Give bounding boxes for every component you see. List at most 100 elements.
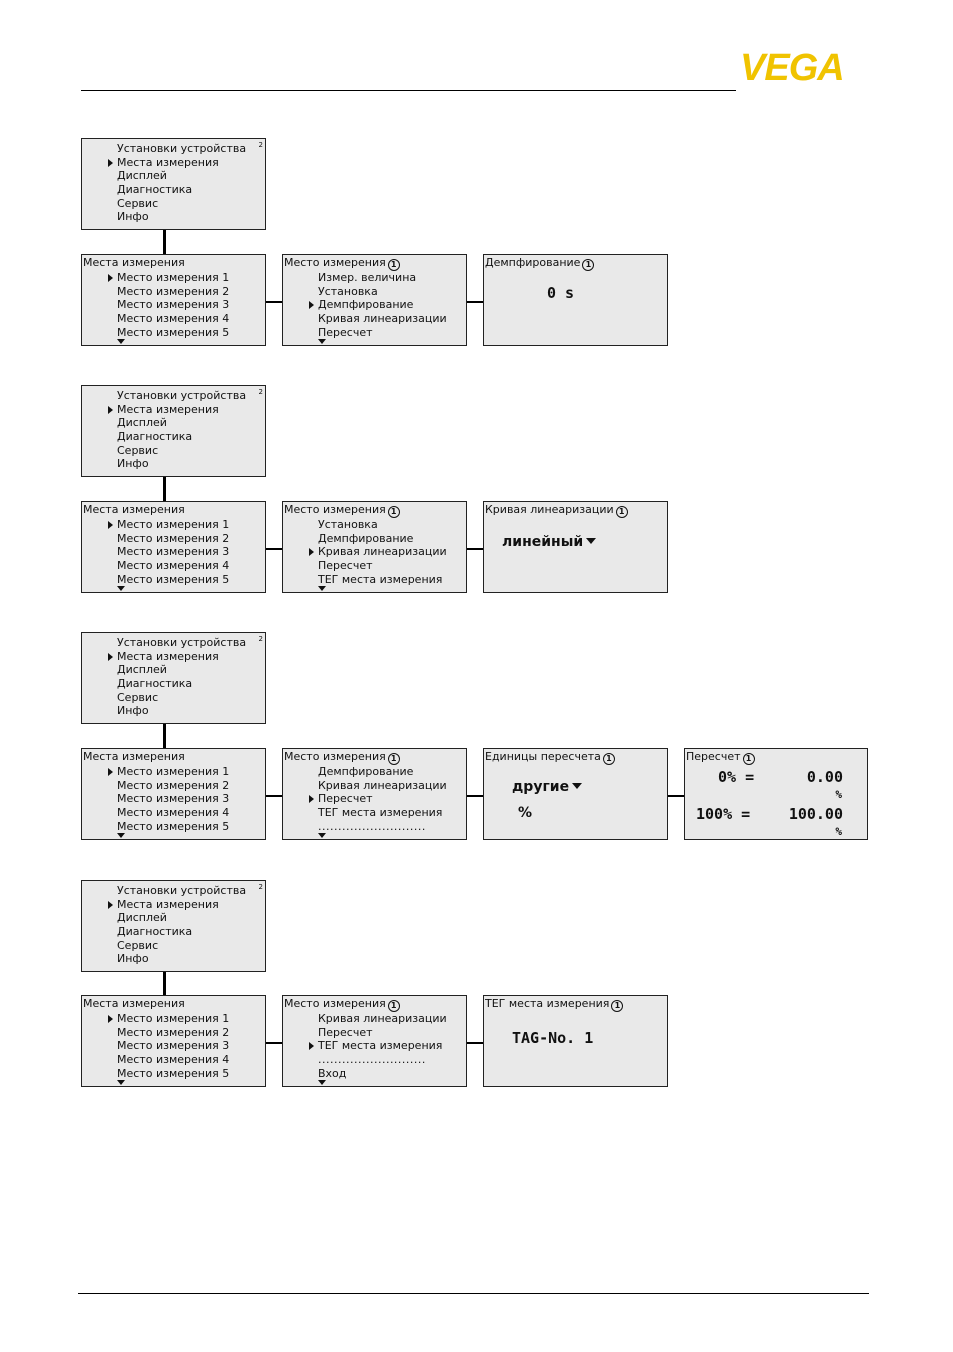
scroll-down-icon	[117, 339, 125, 344]
list-item[interactable]: Пересчет	[309, 792, 447, 806]
scale-0-value[interactable]: 0.00	[806, 768, 843, 786]
menu-item-measurement-loops[interactable]: Места измерения	[107, 156, 246, 170]
list-item[interactable]: Место измерения 3	[117, 792, 230, 806]
list-item[interactable]: ТЕГ места измерения	[318, 806, 443, 820]
list-item[interactable]: Вход	[318, 1066, 347, 1080]
list-item[interactable]: Место измерения 3	[117, 298, 230, 312]
list-item[interactable]: Место измерения 2	[117, 284, 230, 298]
menu-item-diagnostics[interactable]: Диагностика	[117, 183, 193, 197]
connector-line	[266, 795, 283, 797]
list-item[interactable]: Место измерения 1	[107, 271, 230, 284]
screen-title: Места измерения	[83, 750, 185, 763]
list-item[interactable]: Место измерения 1	[107, 1012, 230, 1025]
scale-0-unit: %	[835, 788, 842, 801]
menu-item-diagnostics[interactable]: Диагностика	[117, 925, 193, 939]
menu-item-device-settings[interactable]: Установки устройства	[117, 884, 247, 897]
main-menu-screen: 2 Установки устройства Места измерения Д…	[81, 138, 266, 230]
list-item[interactable]: Место измерения 4	[117, 559, 230, 573]
list-item[interactable]: Место измерения 1	[107, 518, 230, 531]
list-item[interactable]: Кривая линеаризации	[318, 1012, 447, 1025]
list-item[interactable]: Место измерения 4	[117, 312, 230, 326]
connector-line	[467, 301, 484, 303]
scale-100-value[interactable]: 100.00	[788, 805, 843, 823]
menu-item-measurement-loops[interactable]: Места измерения	[107, 650, 246, 664]
scroll-down-icon	[117, 833, 125, 838]
menu-item-info[interactable]: Инфо	[117, 457, 149, 471]
list-item[interactable]: ТЕГ места измерения	[309, 1039, 447, 1053]
superscript: 2	[258, 635, 263, 643]
list-item[interactable]: Кривая линеаризации	[318, 312, 447, 326]
menu-item-measurement-loops[interactable]: Места измерения	[107, 898, 246, 912]
menu-item-display[interactable]: Дисплей	[117, 416, 167, 430]
screen-title: Места измерения	[83, 503, 185, 516]
list-item[interactable]: Место измерения 3	[117, 1039, 230, 1053]
list-item[interactable]: Место измерения 2	[117, 778, 230, 792]
list-item[interactable]: Место измерения 2	[117, 531, 230, 545]
menu-item-service[interactable]: Сервис	[117, 443, 159, 457]
list-item[interactable]: Место измерения 4	[117, 1053, 230, 1067]
list-item[interactable]: Место измерения 5	[117, 819, 230, 833]
list-item[interactable]: Место измерения 1	[107, 765, 230, 778]
menu-item-info[interactable]: Инфо	[117, 210, 149, 224]
menu-item-device-settings[interactable]: Установки устройства	[117, 142, 247, 155]
menu-item-service[interactable]: Сервис	[117, 938, 159, 952]
menu-item-service[interactable]: Сервис	[117, 196, 159, 210]
list-item[interactable]: Место измерения 5	[117, 1066, 230, 1080]
scale-0-label: 0% =	[718, 768, 755, 786]
connector-line	[163, 477, 166, 501]
scroll-down-icon	[117, 1080, 125, 1085]
list-item[interactable]: Кривая линеаризации	[318, 778, 447, 792]
list-item[interactable]: Установка	[318, 284, 378, 298]
badge-icon: 1	[611, 1000, 624, 1012]
menu-item-info[interactable]: Инфо	[117, 704, 149, 718]
list-item[interactable]: Место измерения 2	[117, 1025, 230, 1039]
scroll-down-icon	[117, 586, 125, 591]
tag-value[interactable]: TAG-No. 1	[512, 1029, 594, 1047]
list-item[interactable]: Демпфирование	[318, 765, 414, 778]
list-item[interactable]: Измер. величина	[318, 271, 417, 284]
menu-item-display[interactable]: Дисплей	[117, 663, 167, 677]
menu-item-measurement-loops[interactable]: Места измерения	[107, 403, 246, 417]
menu-item-service[interactable]: Сервис	[117, 690, 159, 704]
menu-item-diagnostics[interactable]: Диагностика	[117, 430, 193, 444]
screen-title: Места измерения	[83, 997, 185, 1010]
screen-title: Места измерения	[83, 256, 185, 269]
list-item[interactable]: ТЕГ места измерения	[318, 572, 443, 586]
menu-item-diagnostics[interactable]: Диагностика	[117, 677, 193, 691]
list-item[interactable]: Место измерения 5	[117, 325, 230, 339]
separator-dots: ...........................	[318, 1053, 426, 1067]
menu-item-device-settings[interactable]: Установки устройства	[117, 389, 247, 402]
damping-value[interactable]: 0 s	[547, 284, 575, 302]
list-item[interactable]: Демпфирование	[309, 298, 447, 312]
loops-list-screen: Места измерения Место измерения 1 Место …	[81, 501, 266, 593]
menu-item-display[interactable]: Дисплей	[117, 169, 167, 183]
scale-100-label: 100% =	[696, 805, 751, 823]
list-item[interactable]: Кривая линеаризации	[309, 545, 447, 559]
list-item[interactable]: Пересчет	[318, 1025, 373, 1039]
loops-list-screen: Места измерения Место измерения 1 Место …	[81, 748, 266, 840]
badge-icon: 1	[387, 1000, 400, 1012]
menu-item-info[interactable]: Инфо	[117, 952, 149, 966]
connector-line	[163, 972, 166, 996]
list-item[interactable]: Пересчет	[318, 559, 373, 573]
list-item[interactable]: Пересчет	[318, 325, 373, 339]
main-menu-screen: 2 Установки устройства Места измерения Д…	[81, 880, 266, 972]
menu-item-device-settings[interactable]: Установки устройства	[117, 636, 247, 649]
list-item[interactable]: Установка	[318, 518, 378, 531]
menu-item-display[interactable]: Дисплей	[117, 911, 167, 925]
list-item[interactable]: Место измерения 3	[117, 545, 230, 559]
list-item[interactable]: Место измерения 4	[117, 806, 230, 820]
list-item[interactable]: Демпфирование	[318, 531, 414, 545]
units-select[interactable]: другие	[512, 778, 583, 796]
linearization-select[interactable]: линейный	[502, 533, 597, 551]
list-item[interactable]: Место измерения 5	[117, 572, 230, 586]
